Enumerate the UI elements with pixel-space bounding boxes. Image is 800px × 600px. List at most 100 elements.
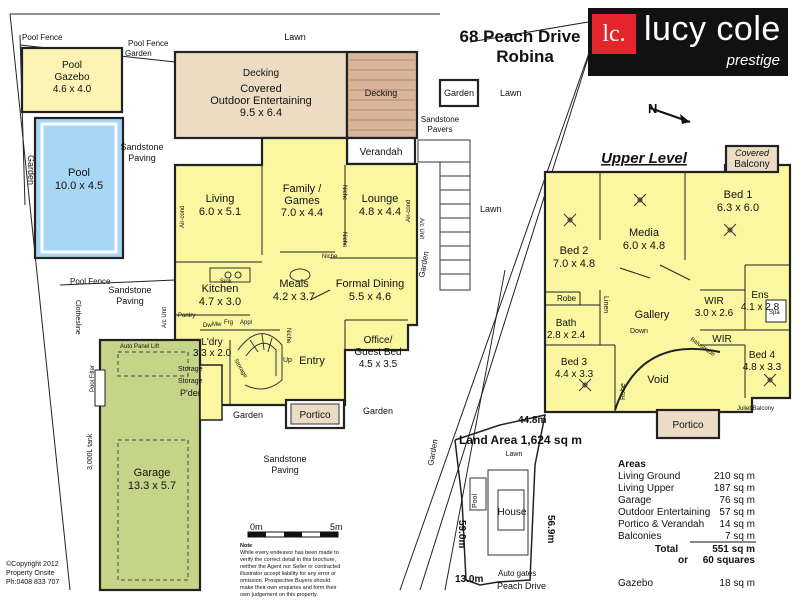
- niche-label: Niche: [341, 185, 347, 201]
- note-line: verify the correct detail in this brochu…: [240, 557, 336, 563]
- pool-filter-label: Pool Filter: [90, 365, 96, 392]
- internal-stair: [237, 333, 283, 390]
- family-size: 7.0 x 4.4: [281, 207, 323, 219]
- land-street-label: Peach Drive: [497, 581, 546, 591]
- area-row-value: 76 sq m: [719, 495, 755, 506]
- compass-north-label: N: [648, 101, 657, 116]
- note-line: illustrator accept liability for any err…: [240, 571, 336, 577]
- sink-label: Sink: [220, 279, 233, 285]
- covered-size: 9.5 x 6.4: [240, 107, 282, 119]
- brand-mark: lc.: [592, 14, 636, 54]
- garage-size: 13.3 x 5.7: [128, 480, 176, 492]
- covered-balcony-label: Balcony: [734, 159, 770, 170]
- aircond-label: Air-cond: [180, 206, 186, 228]
- bed4-size: 4.8 x 3.3: [743, 362, 782, 373]
- paving-label: Sandstone: [120, 142, 163, 152]
- pool-label: Pool: [68, 167, 90, 179]
- family-label: Family /: [283, 183, 322, 195]
- covered-balcony-label: Covered: [735, 148, 770, 158]
- meals-size: 4.2 x 3.7: [273, 291, 315, 303]
- area-squares-value: 60 squares: [703, 555, 756, 566]
- area-or-label: or: [678, 555, 688, 566]
- bed2-size: 7.0 x 4.8: [553, 258, 595, 270]
- robe-label: Robe: [620, 383, 627, 400]
- upper-level-title: Upper Level: [601, 150, 688, 167]
- pool-size: 10.0 x 4.5: [55, 180, 103, 192]
- address-line1: 68 Peach Drive: [460, 27, 581, 46]
- garden-label: Garden: [26, 155, 36, 185]
- gazebo-label: Gazebo: [54, 72, 89, 83]
- garden-label: Garden: [233, 410, 263, 420]
- garden-label: Garden: [417, 251, 430, 279]
- niche-label: Niche: [322, 254, 338, 260]
- covered-label: Covered: [240, 83, 282, 95]
- area-row-value: 14 sq m: [719, 519, 755, 530]
- land-right-dimension: 56.9m: [545, 515, 556, 543]
- ensuite-label: Ens: [751, 290, 768, 301]
- paving-label: Paving: [271, 465, 299, 475]
- media-size: 6.0 x 4.8: [623, 240, 665, 252]
- covered-balcony: [724, 144, 780, 174]
- ensuite-size: 4.1 x 2.8: [741, 302, 780, 313]
- office-label: Office/: [364, 335, 393, 346]
- area-row-label: Outdoor Entertaining: [618, 507, 710, 518]
- garden-label: Garden: [426, 439, 439, 467]
- area-total-label: Total: [655, 544, 678, 555]
- area-row-value: 187 sq m: [714, 483, 755, 494]
- area-row-label: Portico & Verandah: [618, 519, 704, 530]
- decking-area: [345, 50, 419, 140]
- living-label: Living: [206, 193, 235, 205]
- lawn-label: Lawn: [284, 32, 306, 42]
- lounge-label: Lounge: [362, 193, 399, 205]
- spa-label: Spa: [769, 310, 780, 316]
- wir-label: WIR: [712, 334, 731, 345]
- brand-tagline: prestige: [726, 52, 780, 69]
- portico-label: Portico: [299, 410, 331, 421]
- storage-label: Storage: [178, 366, 203, 373]
- robe-label: Robe: [557, 294, 577, 303]
- garage: [98, 338, 202, 592]
- bed1-label: Bed 1: [724, 189, 753, 201]
- pool-fence-label: Pool Fence: [128, 39, 169, 48]
- bath-label: Bath: [556, 318, 577, 329]
- pantry-label: Pantry: [178, 313, 195, 319]
- microwave-label: Mw: [212, 322, 222, 328]
- pool-fence-label: Pool Fence: [70, 277, 111, 286]
- land-bottom-dimension: 13.0m: [455, 574, 483, 585]
- auto-panel-lift-label: Auto Panel Lift: [120, 344, 159, 350]
- decking-label: Decking: [243, 68, 279, 79]
- land-gates-label: Auto gates: [498, 569, 536, 578]
- compass-arrow: [649, 107, 691, 124]
- area-row-value: 7 sq m: [725, 531, 755, 542]
- copyright-line: ©Copyright 2012: [6, 560, 59, 568]
- area-row-value: 210 sq m: [714, 471, 755, 482]
- aircond-label: Air-cond: [406, 200, 412, 222]
- areas-table: Living Ground 210 sq m Living Upper 187 …: [618, 471, 756, 589]
- land-area-title: Land Area 1,624 sq m: [459, 433, 582, 447]
- note-line: neither the Agent nor Seller or contract…: [240, 564, 340, 570]
- entry-label: Entry: [299, 355, 325, 367]
- note-line: make their own enquiries and form their: [240, 585, 337, 591]
- verandah-label: Verandah: [360, 147, 403, 158]
- note-line: While every endeavor has been made to: [240, 550, 339, 556]
- formal-dining-size: 5.5 x 4.6: [349, 291, 391, 303]
- paving-label: Paving: [116, 296, 144, 306]
- gazebo-area-value: 18 sq m: [719, 578, 755, 589]
- wir-label: WIR: [704, 296, 723, 307]
- brand-name: lucy cole: [644, 10, 781, 48]
- kitchen-size: 4.7 x 3.0: [199, 296, 241, 308]
- gazebo-label: Pool: [62, 60, 82, 71]
- lounge-size: 4.8 x 4.4: [359, 206, 401, 218]
- pool-fence-label: Pool Fence: [22, 33, 63, 42]
- ground-interior-walls: [175, 165, 417, 405]
- bed3-label: Bed 3: [561, 357, 588, 368]
- scale-end-label: 5m: [330, 522, 343, 532]
- aircond-label: A/c Unit: [418, 218, 424, 239]
- land-lawn-label: Lawn: [506, 451, 523, 458]
- copyright-line: Property Onsite: [6, 570, 55, 577]
- note-line: omission. Prospective Buyers should: [240, 578, 330, 584]
- land-top-dimension: 44.8m: [518, 415, 546, 426]
- bed1-size: 6.3 x 6.0: [717, 202, 759, 214]
- storage-label: Storage: [178, 378, 203, 385]
- garage-label: Garage: [134, 467, 171, 479]
